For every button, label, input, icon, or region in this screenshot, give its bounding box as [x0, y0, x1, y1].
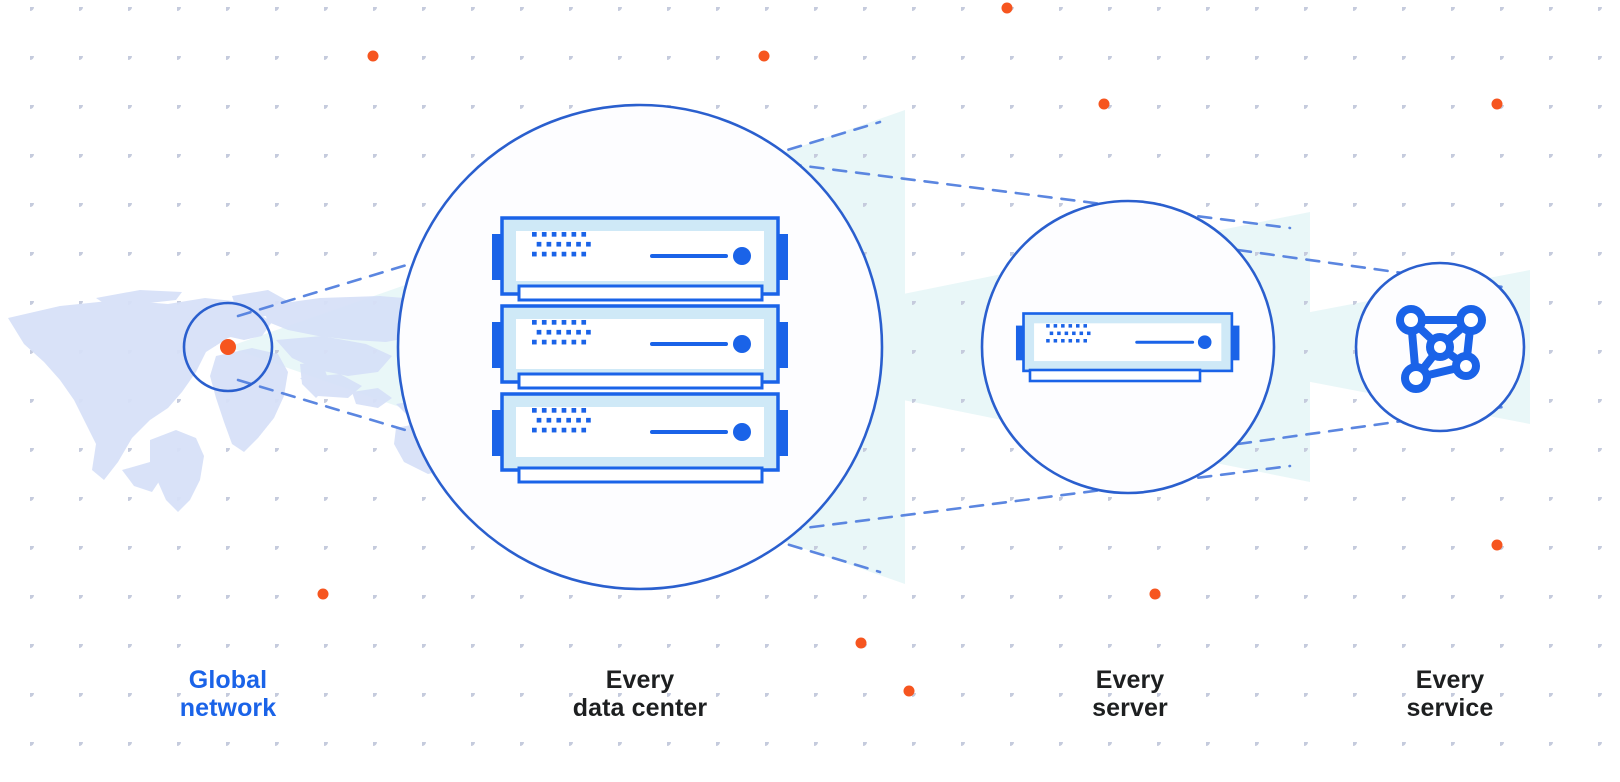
- node: [1396, 305, 1426, 335]
- stage-every-data-center[interactable]: [396, 103, 884, 591]
- network-node-graph-icon: [1396, 305, 1486, 393]
- node: [1426, 333, 1454, 361]
- map-zoom-circle: [182, 301, 274, 393]
- accent-dot: [1098, 98, 1110, 110]
- label-line-1: Global: [188, 666, 268, 694]
- stage-global-network[interactable]: [182, 301, 274, 393]
- accent-dot: [317, 588, 329, 600]
- node: [1452, 352, 1480, 380]
- label-line-2: service: [1406, 694, 1494, 722]
- rack-connector-bar: [517, 372, 764, 390]
- server-base-bar: [1028, 368, 1202, 383]
- accent-dot: [855, 637, 867, 649]
- accent-dot: [1491, 539, 1503, 551]
- accent-dot: [1001, 2, 1013, 14]
- label-line-1: Every: [1415, 666, 1485, 694]
- accent-dot: [367, 50, 379, 62]
- accent-dot: [1149, 588, 1161, 600]
- stage-every-server[interactable]: [980, 199, 1276, 495]
- label-line-2: server: [1092, 694, 1168, 722]
- accent-dot: [758, 50, 770, 62]
- label-line-2: data center: [572, 694, 708, 722]
- server-rack-icon: [492, 218, 788, 484]
- rack-connector-bar: [517, 284, 764, 302]
- label-line-1: Every: [605, 666, 675, 694]
- node: [1456, 305, 1486, 335]
- single-server-icon: [1016, 314, 1239, 383]
- rack-base-bar: [517, 466, 764, 484]
- world-map: [8, 290, 500, 512]
- accent-dot: [1491, 98, 1503, 110]
- label-line-1: Every: [1095, 666, 1165, 694]
- stage-every-service[interactable]: [1354, 261, 1526, 433]
- accent-dot: [903, 685, 915, 697]
- accent-dots: [317, 2, 1503, 697]
- label-line-2: network: [179, 694, 277, 722]
- dash-dc-server-top: [740, 156, 1292, 230]
- dash-dc-server-bottom: [740, 464, 1292, 538]
- map-location-pin-icon: [220, 339, 236, 355]
- node: [1401, 363, 1431, 393]
